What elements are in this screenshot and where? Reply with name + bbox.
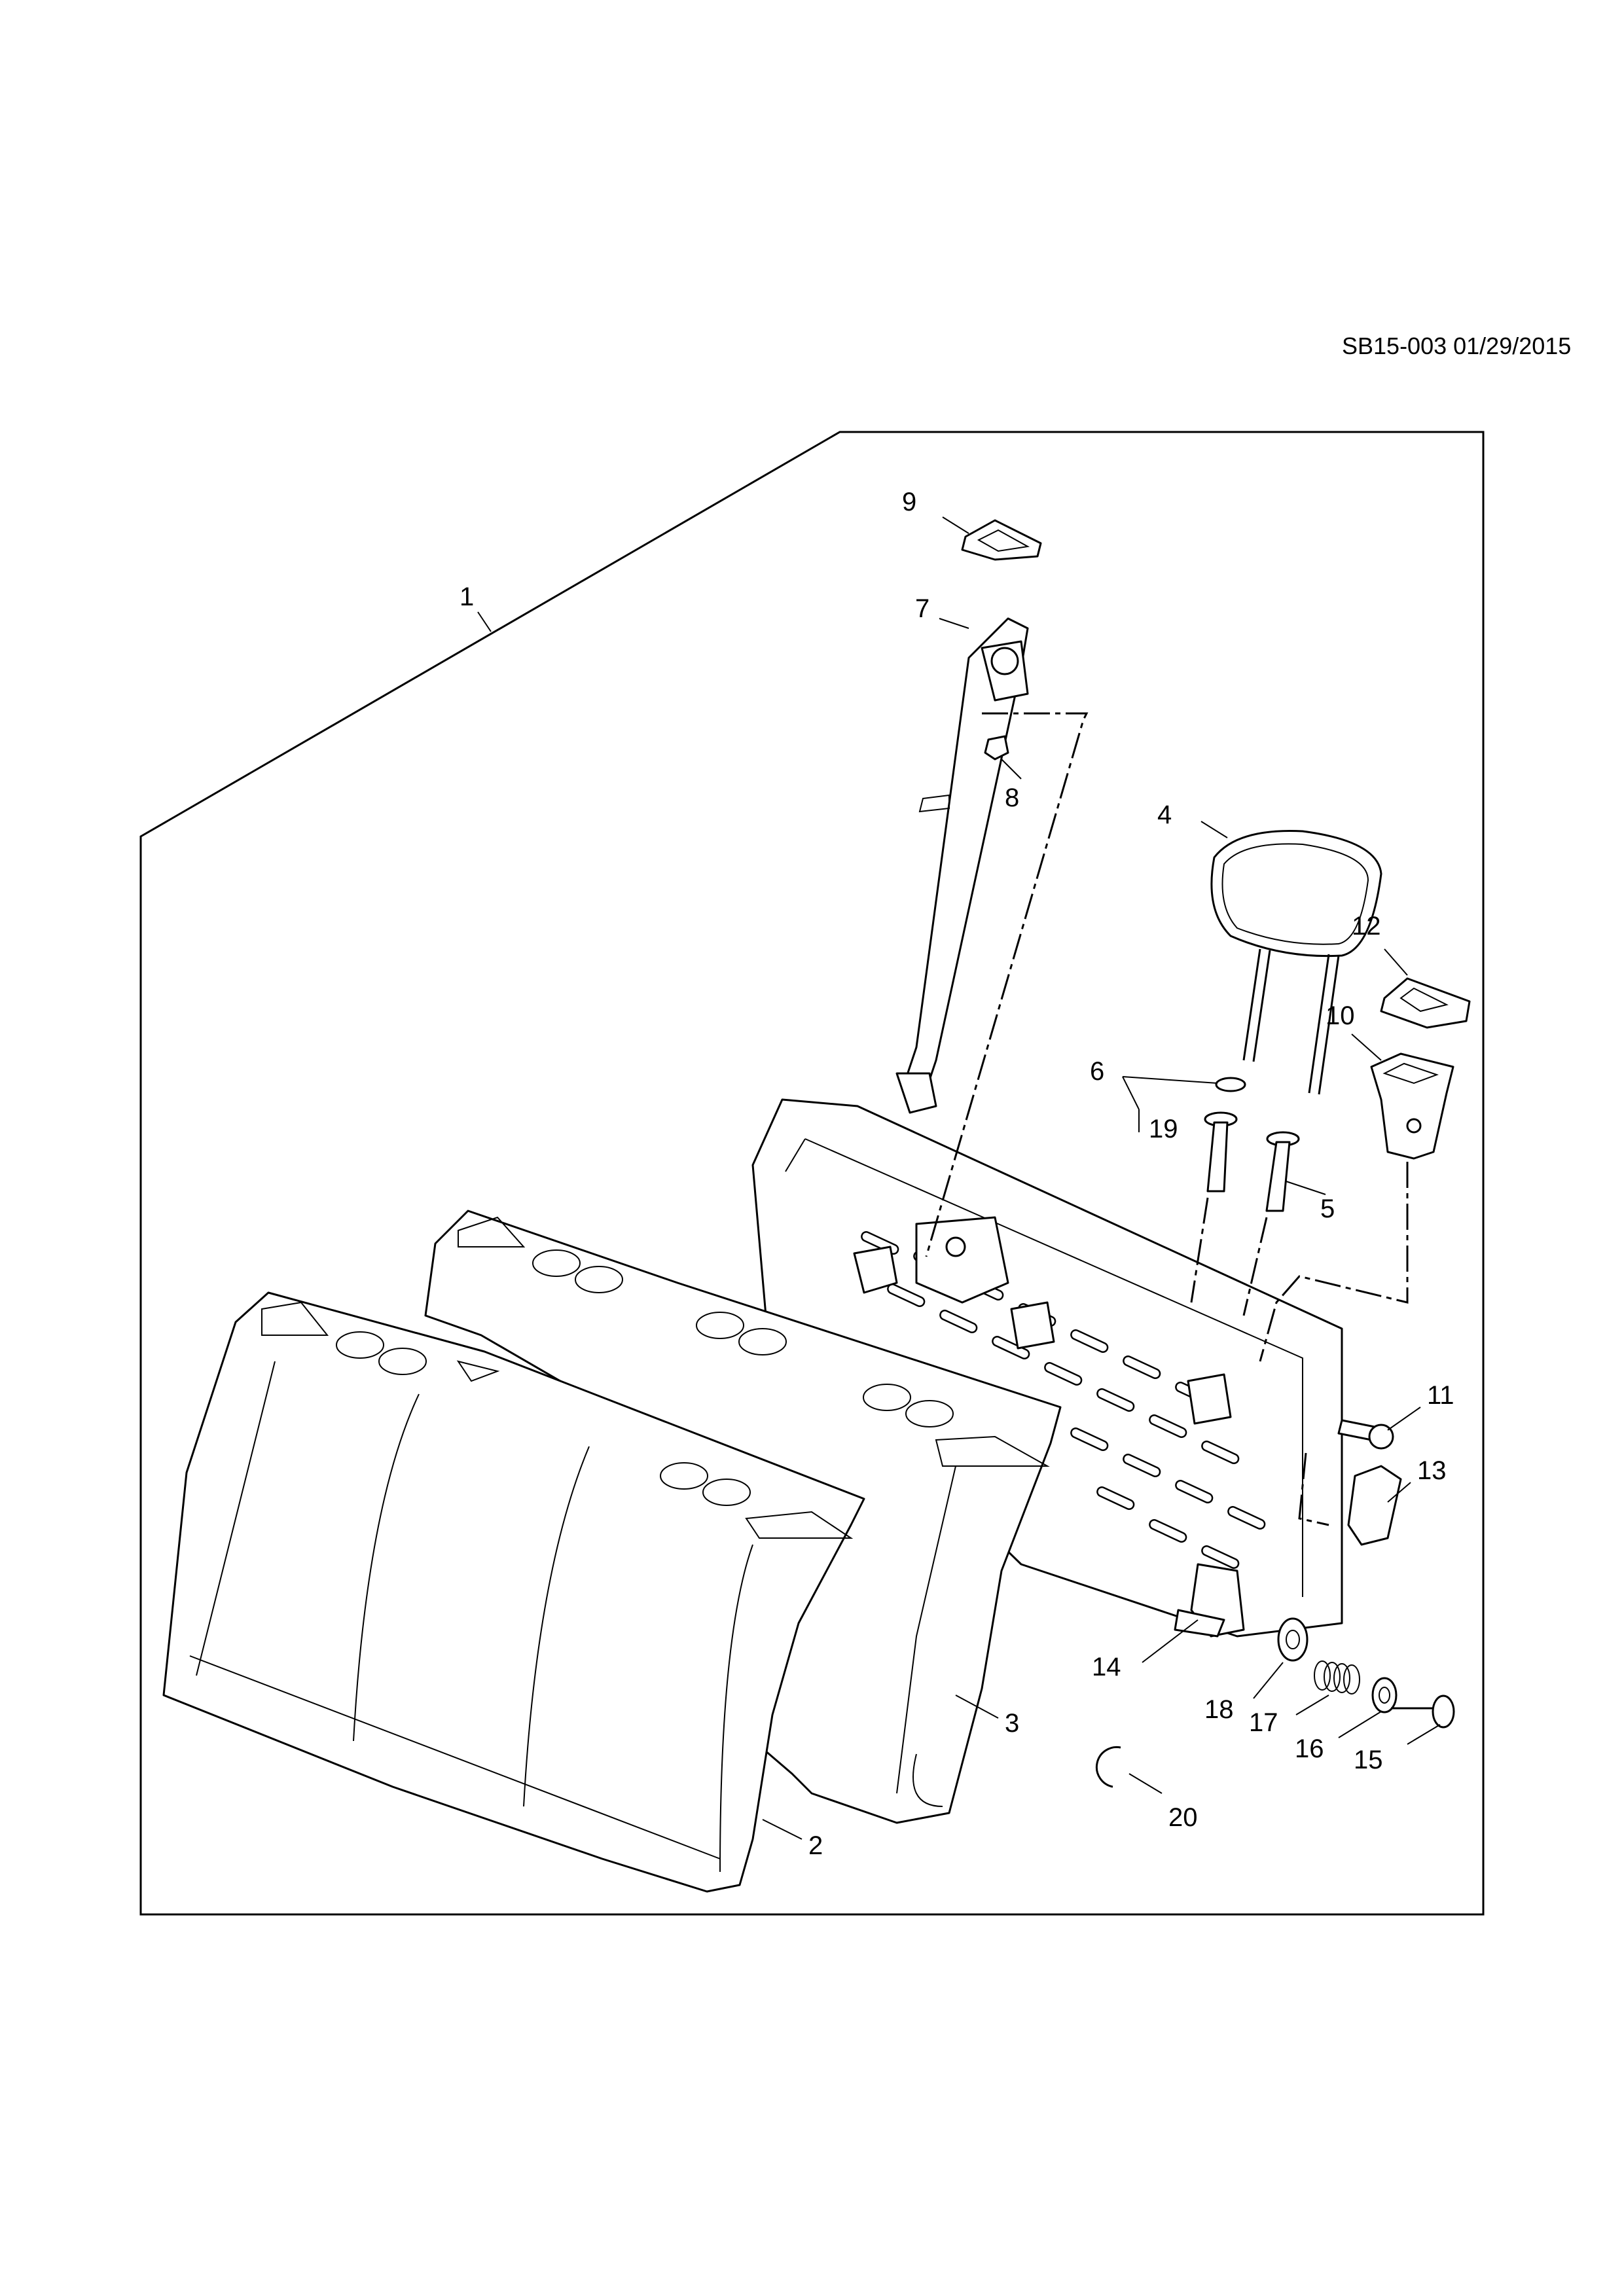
callout-3: 3 (1005, 1709, 1019, 1738)
retaining-ring-20 (1095, 1746, 1121, 1788)
callout-labels: 1 2 3 4 5 6 7 8 9 10 11 12 13 14 15 16 1… (460, 488, 1454, 1860)
washer-16 (1371, 1677, 1398, 1713)
seat-back-frame (751, 1098, 1343, 1638)
guide-line-headrest (1190, 1197, 1268, 1316)
callout-5: 5 (1320, 1194, 1335, 1223)
guide-line-belt (925, 712, 1089, 1257)
callout-14: 14 (1092, 1653, 1121, 1681)
bezel-12 (1380, 977, 1471, 1029)
guide-line-release (1298, 1452, 1329, 1526)
assembly-border (139, 431, 1485, 1916)
headrest-guide-6 (1215, 1077, 1246, 1092)
headrest-4 (1210, 830, 1382, 1095)
spring-17 (1314, 1660, 1360, 1695)
callout-9: 9 (902, 488, 916, 516)
pin-15 (1391, 1695, 1455, 1729)
callout-17: 17 (1249, 1708, 1278, 1737)
leader-lines (477, 516, 1441, 1840)
callout-13: 13 (1417, 1456, 1447, 1485)
latch-10 (1370, 1052, 1454, 1160)
pivot-14 (1174, 1609, 1225, 1638)
callout-7: 7 (915, 594, 929, 623)
callout-19: 19 (1149, 1115, 1178, 1143)
trim-cover-9 (961, 519, 1042, 561)
callout-1: 1 (460, 583, 474, 611)
guide-line-latch (1259, 1162, 1409, 1362)
callout-10: 10 (1326, 1001, 1355, 1030)
callout-16: 16 (1295, 1734, 1324, 1763)
headrest-guide-19 (1204, 1111, 1238, 1193)
headrest-guide-5 (1265, 1131, 1300, 1212)
seat-back-cushion-2 (162, 1291, 865, 1893)
bolt-11 (1337, 1419, 1394, 1450)
callout-6: 6 (1090, 1057, 1104, 1086)
callout-20: 20 (1168, 1803, 1198, 1832)
callout-8: 8 (1005, 783, 1019, 812)
callout-4: 4 (1157, 800, 1172, 829)
callout-18: 18 (1204, 1695, 1234, 1724)
seat-belt-7 (895, 617, 1029, 1114)
callout-15: 15 (1354, 1746, 1383, 1774)
bushing-18 (1277, 1617, 1308, 1662)
nut-8 (984, 735, 1009, 761)
document-code: SB15-003 01/29/2015 (1342, 332, 1572, 359)
latch-release-13 (1347, 1465, 1402, 1546)
callout-12: 12 (1352, 912, 1381, 941)
callout-2: 2 (808, 1831, 823, 1860)
callout-11: 11 (1427, 1381, 1454, 1410)
